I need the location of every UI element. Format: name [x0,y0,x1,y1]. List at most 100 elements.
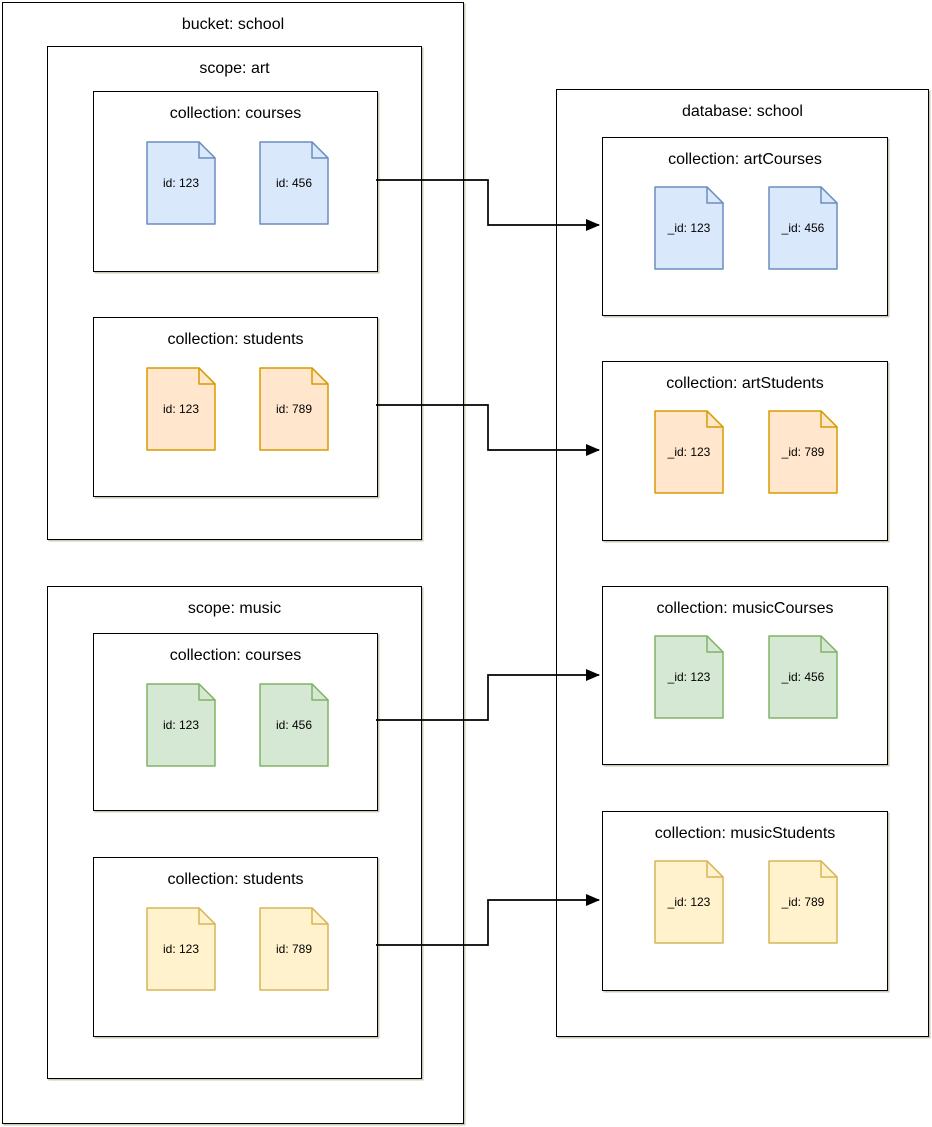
document-shape: id: 123 [146,367,216,451]
artstudents-collection-title: collection: artStudents [666,375,824,392]
document-shape: _id: 123 [654,635,724,719]
document-shape: _id: 789 [768,860,838,944]
document-id-label: _id: 123 [667,220,711,235]
bucket-school-box: bucket: school scope: art collection: co… [2,2,464,1124]
document-icon [259,367,329,451]
document-id-label: _id: 123 [667,669,711,684]
document-id-label: id: 456 [275,175,313,190]
document-fold-path [706,860,724,878]
document-fold-path [198,367,216,385]
document-icon [768,860,838,944]
document-id-label: _id: 456 [781,669,825,684]
musicstudents-collection-title: collection: musicStudents [654,825,836,842]
document-fold-path [311,683,329,701]
document-icon [654,860,724,944]
document-id-label: id: 123 [162,941,200,956]
document-icon [768,410,838,494]
document-icon [768,186,838,270]
document-icon [146,367,216,451]
document-id-label: _id: 789 [781,894,825,909]
document-shape: _id: 123 [654,186,724,270]
document-id-label: _id: 123 [667,444,711,459]
scope-art-title: scope: art [199,60,270,77]
document-fold-path [311,141,329,159]
document-shape: _id: 789 [768,410,838,494]
art-students-collection-box: collection: students id: 123 id: 789 [93,317,378,497]
document-page-path [654,186,724,270]
music-students-collection-title: collection: students [167,871,304,888]
bucket-school-title: bucket: school [181,16,285,33]
musicstudents-collection-box: collection: musicStudents _id: 123 _id: … [602,811,888,991]
database-school-box: database: school collection: artCourses … [556,89,929,1037]
document-id-label: _id: 123 [667,894,711,909]
document-icon [654,635,724,719]
document-page-path [654,410,724,494]
document-shape: id: 123 [146,141,216,225]
music-students-collection-box: collection: students id: 123 id: 789 [93,857,378,1037]
document-page-path [259,907,329,991]
document-page-path [654,860,724,944]
document-page-path [146,367,216,451]
document-page-path [259,367,329,451]
document-page-path [768,860,838,944]
document-icon [654,186,724,270]
document-shape: id: 123 [146,907,216,991]
document-id-label: id: 789 [275,401,313,416]
document-icon [654,410,724,494]
document-fold-path [311,907,329,925]
document-shape: _id: 456 [768,186,838,270]
musiccourses-collection-box: collection: musicCourses _id: 123 _id: 4… [602,586,888,765]
document-page-path [146,683,216,767]
document-icon [146,683,216,767]
document-id-label: _id: 789 [781,444,825,459]
document-shape: _id: 123 [654,410,724,494]
document-fold-path [706,635,724,653]
document-icon [146,907,216,991]
art-students-collection-title: collection: students [167,331,304,348]
scope-music-title: scope: music [187,600,282,617]
document-icon [146,141,216,225]
document-page-path [259,683,329,767]
scope-art-box: scope: art collection: courses id: 123 [47,46,422,540]
document-shape: _id: 456 [768,635,838,719]
document-page-path [768,186,838,270]
document-id-label: id: 123 [162,717,200,732]
document-fold-path [820,186,838,204]
document-page-path [768,635,838,719]
document-fold-path [706,186,724,204]
music-courses-collection-box: collection: courses id: 123 id: 456 [93,633,378,811]
document-fold-path [311,367,329,385]
document-id-label: id: 789 [275,941,313,956]
document-fold-path [198,907,216,925]
document-fold-path [820,860,838,878]
document-id-label: _id: 456 [781,220,825,235]
document-page-path [146,141,216,225]
document-icon [768,635,838,719]
document-page-path [654,635,724,719]
document-id-label: id: 123 [162,175,200,190]
document-page-path [259,141,329,225]
art-courses-collection-title: collection: courses [169,105,302,122]
document-shape: _id: 123 [654,860,724,944]
document-fold-path [198,683,216,701]
document-shape: id: 456 [259,683,329,767]
artcourses-collection-box: collection: artCourses _id: 123 _id: 456 [602,137,888,316]
document-id-label: id: 456 [275,717,313,732]
document-shape: id: 123 [146,683,216,767]
document-fold-path [820,410,838,428]
music-courses-collection-title: collection: courses [169,647,302,664]
artcourses-collection-title: collection: artCourses [668,151,822,168]
document-id-label: id: 123 [162,401,200,416]
document-icon [259,683,329,767]
document-page-path [768,410,838,494]
scope-music-box: scope: music collection: courses id: 123 [47,586,422,1079]
document-icon [259,907,329,991]
document-fold-path [198,141,216,159]
document-fold-path [820,635,838,653]
document-shape: id: 789 [259,367,329,451]
artstudents-collection-box: collection: artStudents _id: 123 _id: 78… [602,361,888,541]
document-icon [259,141,329,225]
document-shape: id: 456 [259,141,329,225]
document-shape: id: 789 [259,907,329,991]
